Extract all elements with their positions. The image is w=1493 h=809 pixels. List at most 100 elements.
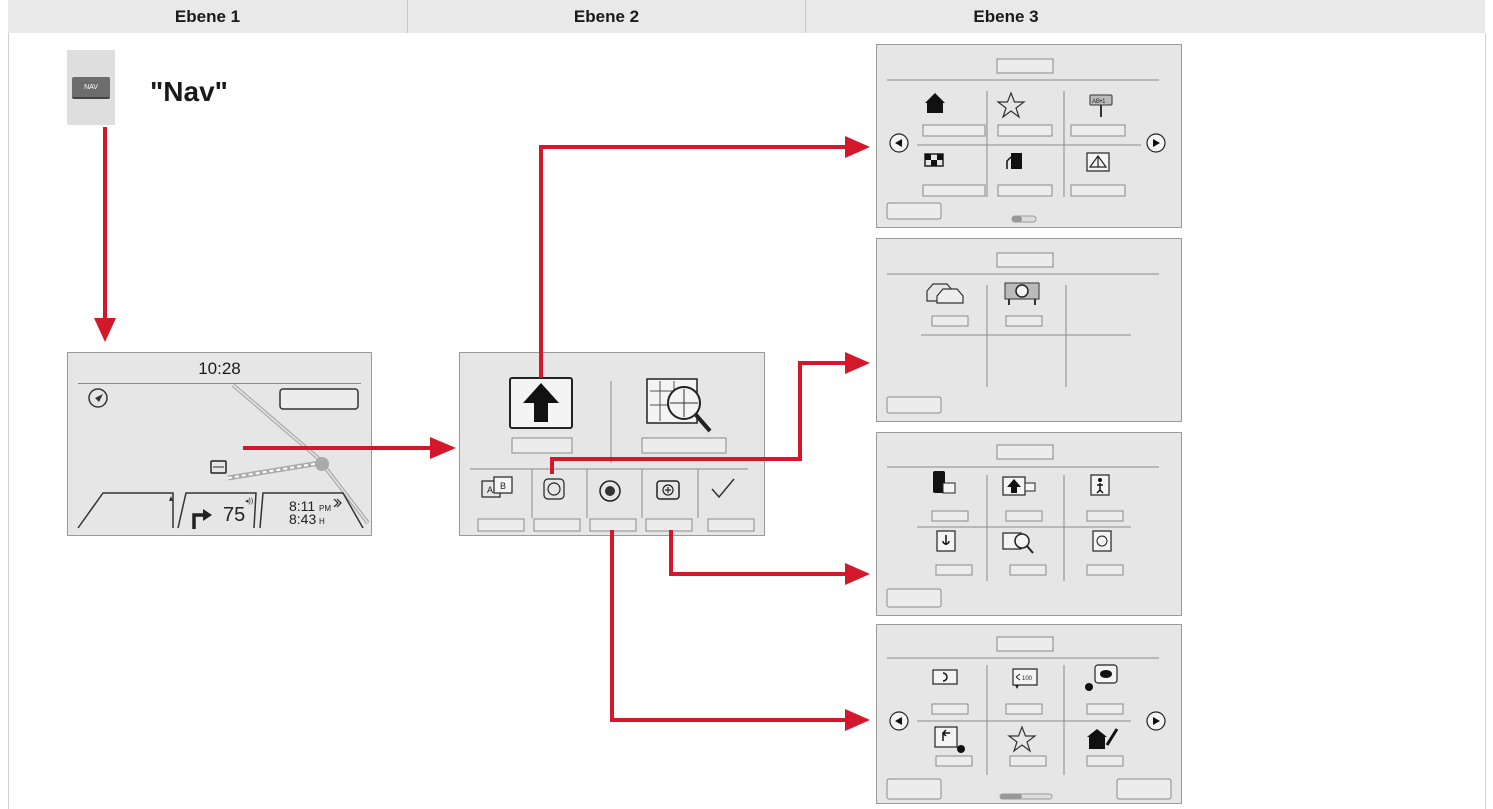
voice-settings-gear (1085, 683, 1093, 691)
previous-page-arrow (895, 717, 902, 725)
arrowhead-menu (430, 437, 456, 459)
arrival-suffix-1: PM (319, 504, 331, 513)
finish-flag-checks (925, 154, 943, 166)
language-letter-a: A (487, 485, 493, 495)
guidance-options-drawing (886, 444, 1159, 608)
settings-icon-center (605, 486, 615, 496)
edit-pencil (1105, 728, 1119, 746)
search-poi-magnifier (1014, 533, 1030, 549)
traffic-screen-drawing (886, 252, 1159, 414)
label-box-6 (1070, 184, 1126, 197)
menu-label-5 (707, 518, 755, 532)
column-header-level-2: Ebene 2 (408, 0, 806, 33)
column-header-empty (1206, 0, 1485, 33)
compass-needle (95, 394, 103, 402)
column-header-level-3: Ebene 3 (806, 0, 1206, 33)
nav-tile-left-marker (169, 496, 173, 501)
nav-tile-time (259, 492, 364, 529)
traffic-info-icon (543, 478, 565, 500)
back-button-box (886, 396, 942, 414)
route-settings-arrow (942, 729, 950, 741)
pedestrian-head (1098, 478, 1102, 482)
traffic-screen (876, 238, 1182, 422)
back-button-box (886, 202, 942, 220)
label-box-3 (1086, 510, 1124, 522)
label-box-3 (1070, 124, 1126, 137)
settings-screen: 100 (876, 624, 1182, 804)
label-box-4 (935, 564, 973, 576)
nav-tile-speed (177, 492, 257, 529)
home-icon (925, 93, 945, 113)
column-header-level-1: Ebene 1 (8, 0, 408, 33)
label-box-2 (1005, 510, 1043, 522)
speed-camera-lens (1015, 284, 1029, 298)
arrival-suffix-2: H (319, 517, 325, 526)
moon-shape (942, 672, 948, 682)
settings-icon (599, 480, 621, 502)
info-icon-circle (1096, 535, 1108, 547)
menu-label-3 (589, 518, 637, 532)
clock-time: 10:28 (198, 359, 241, 378)
distance-voice-arrow (1015, 673, 1021, 681)
nav-button-face: NAV (72, 77, 110, 99)
left-border (8, 33, 9, 809)
next-page-arrow (1153, 717, 1160, 725)
route-junction (315, 457, 329, 471)
label-box-3 (1086, 703, 1124, 715)
language-icon-b (493, 476, 513, 494)
nav-hardware-button[interactable]: NAV (67, 50, 115, 125)
fuel-station-hose (1006, 156, 1012, 169)
label-box-1 (931, 703, 969, 715)
phone-icon (933, 471, 945, 493)
signpost-label: AB•1 (1092, 99, 1106, 105)
map-search-label-box (641, 437, 727, 454)
distance-voice-label: 100 (1022, 676, 1033, 682)
turn-right-icon (192, 513, 205, 529)
screen-title-box (996, 636, 1054, 652)
navigation-menu-screen: A B (459, 352, 765, 536)
page-indicator-fill (1000, 794, 1022, 799)
traffic-cars-icon-front (936, 288, 964, 304)
label-box-1 (922, 124, 986, 137)
nav-menu-drawing: A B (470, 377, 755, 532)
guidance-options-screen (876, 432, 1182, 616)
arrowhead-screen-3 (845, 563, 870, 585)
traffic-info-icon-inner (547, 482, 561, 496)
settings-screen-drawing: 100 (886, 636, 1172, 800)
medical-kit-cross (665, 487, 671, 493)
right-border (1485, 33, 1486, 809)
label-box-6 (1086, 564, 1124, 576)
arrival-time-2: 8:43 (289, 511, 316, 527)
night-mode-icon (932, 669, 958, 685)
route-settings-icon (934, 726, 958, 748)
menu-label-1 (477, 518, 525, 532)
medical-kit-cross-circle (662, 484, 674, 496)
label-box-4 (922, 184, 986, 197)
nav-button-label: NAV (84, 83, 98, 91)
medical-kit-icon (656, 480, 680, 500)
favorites-star-icon (1007, 725, 1037, 753)
confirm-check-icon (711, 478, 735, 499)
distance-voice-icon (1012, 668, 1038, 686)
fuel-station-icon (1011, 153, 1022, 169)
arrowhead-screen-1 (845, 136, 870, 158)
menu-label-4 (645, 518, 693, 532)
menu-label-2 (533, 518, 581, 532)
speed-value: 75 (223, 504, 245, 526)
label-box-2 (997, 124, 1053, 137)
screen-title-box (996, 252, 1054, 268)
label-box-5 (1009, 755, 1047, 767)
label-box-2 (1005, 315, 1043, 327)
map-divider (78, 383, 361, 384)
label-box-6 (1086, 755, 1124, 767)
phone-icon-bubble (942, 482, 956, 494)
speed-camera-legs (1008, 299, 1036, 305)
poi-map-arrow (1088, 154, 1108, 168)
label-box-1 (931, 315, 969, 327)
search-poi-handle (1026, 545, 1034, 554)
label-box-2 (1005, 703, 1043, 715)
arrival-time-1: 8:11 (289, 498, 315, 514)
previous-page-arrow (895, 139, 902, 147)
guidance-arrow-shape (523, 383, 559, 422)
nav-caption: "Nav" (150, 76, 228, 107)
